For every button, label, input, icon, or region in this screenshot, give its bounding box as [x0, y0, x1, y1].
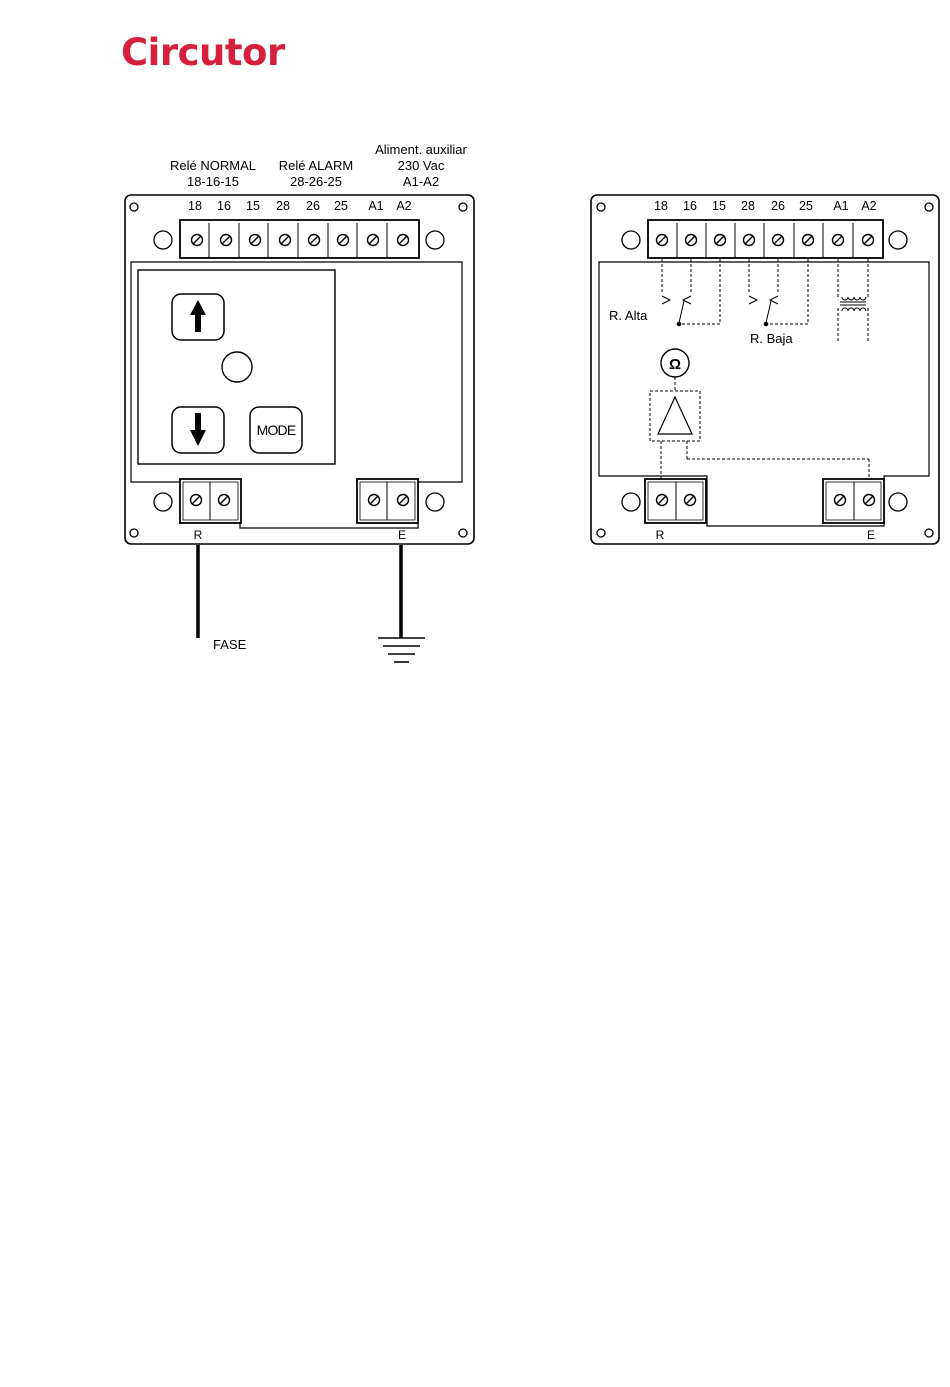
terminal-label: 18: [188, 199, 202, 213]
terminal-label: 16: [217, 199, 231, 213]
ground-icon: [378, 638, 425, 662]
ohm-meter-icon: Ω: [661, 349, 689, 377]
relay-normal-terminals: 18-16-15: [187, 174, 239, 189]
terminal-label: 25: [799, 199, 813, 213]
aux-supply-voltage: 230 Vac: [398, 158, 445, 173]
relay-alarm-label: Relé ALARM: [279, 158, 353, 173]
terminal-label: 16: [683, 199, 697, 213]
terminal-label: A2: [396, 199, 411, 213]
terminal-label: A1: [368, 199, 383, 213]
aux-supply-label: Aliment. auxiliar: [375, 142, 467, 157]
terminal-label: 18: [654, 199, 668, 213]
relay-high-label: R. Alta: [609, 308, 648, 323]
terminal-label: 15: [712, 199, 726, 213]
down-button[interactable]: [172, 407, 224, 453]
terminal-r-label: R: [194, 528, 203, 542]
terminal-r-label: R: [656, 528, 665, 542]
terminal-label: 28: [741, 199, 755, 213]
terminal-e-label: E: [867, 528, 875, 542]
mode-button-label: MODE: [257, 422, 296, 438]
terminal-label: A2: [861, 199, 876, 213]
display-led: [222, 352, 252, 382]
terminal-e-label: E: [398, 528, 406, 542]
terminal-label: 26: [771, 199, 785, 213]
phase-label: FASE: [213, 637, 247, 652]
relay-low-label: R. Baja: [750, 331, 793, 346]
relay-alarm-terminals: 28-26-25: [290, 174, 342, 189]
terminal-label: A1: [833, 199, 848, 213]
terminal-label: 28: [276, 199, 290, 213]
aux-supply-terminals: A1-A2: [403, 174, 439, 189]
terminal-label: 15: [246, 199, 260, 213]
terminal-label: 25: [334, 199, 348, 213]
up-button[interactable]: [172, 294, 224, 340]
terminal-label: 26: [306, 199, 320, 213]
right-device-schematic: 18 16 15 28 26 25 A1 A2 R. Alta: [591, 195, 939, 544]
relay-normal-label: Relé NORMAL: [170, 158, 256, 173]
ohm-symbol: Ω: [669, 356, 681, 373]
mode-button[interactable]: MODE: [250, 407, 302, 453]
left-device-front: Relé NORMAL 18-16-15 Relé ALARM 28-26-25…: [125, 142, 474, 662]
